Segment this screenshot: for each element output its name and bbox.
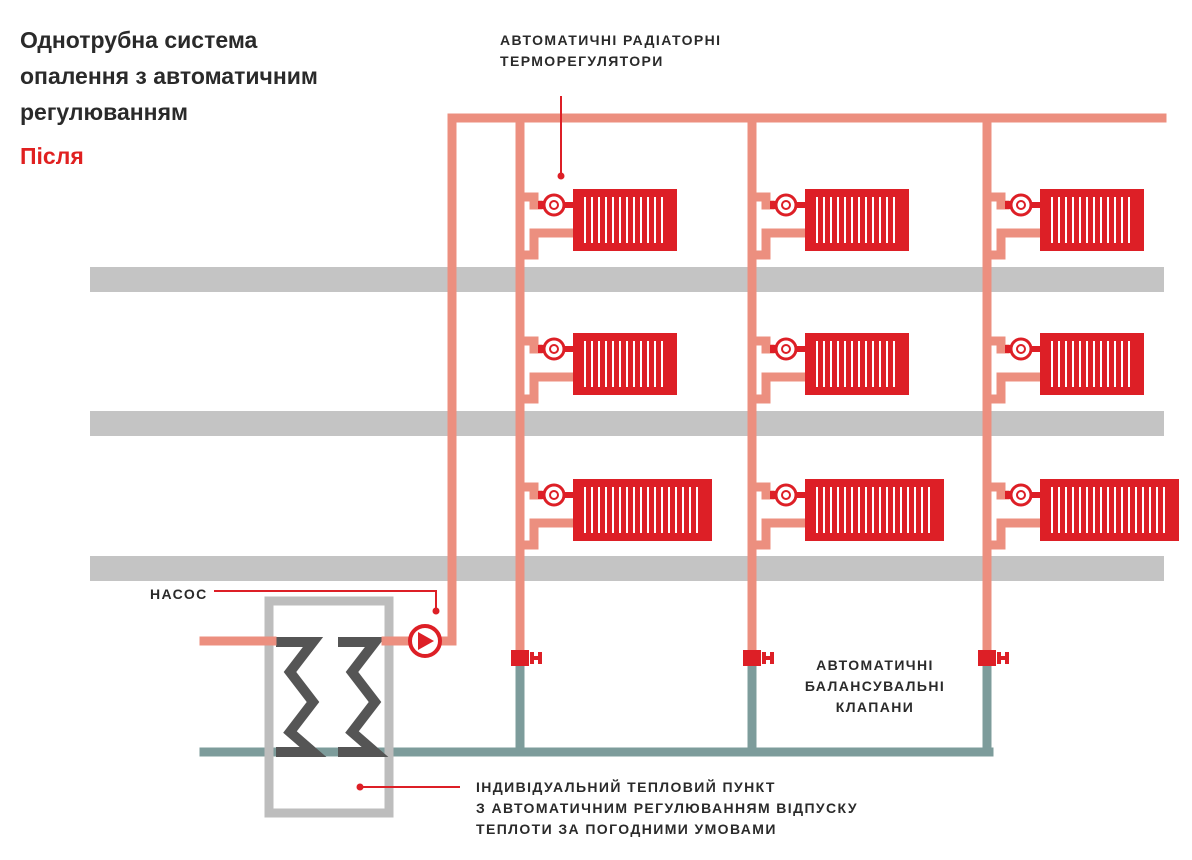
annotation-dots — [356, 172, 565, 791]
radiator-connections — [515, 192, 1045, 550]
annotation-leaders — [214, 96, 562, 788]
radiator — [573, 189, 677, 251]
radiator — [805, 333, 909, 395]
label-line: КЛАПАНИ — [835, 699, 915, 715]
balancing-valve-icon — [743, 650, 774, 666]
radiator — [805, 189, 909, 251]
return-pipes — [199, 659, 994, 757]
floor-slab — [90, 556, 1164, 581]
radiator — [573, 333, 677, 395]
floor-slab — [90, 267, 1164, 292]
label-line: АВТОМАТИЧНІ РАДІАТОРНІ — [500, 32, 722, 48]
thermostat-icon — [538, 483, 574, 507]
thermostat-icon — [1005, 483, 1041, 507]
thermostat-icon — [538, 193, 574, 217]
radiator — [1040, 189, 1144, 251]
thermostat-icon — [1005, 337, 1041, 361]
title-line: Однотрубна система — [20, 27, 258, 53]
label-line: ТЕРМОРЕГУЛЯТОРИ — [500, 53, 664, 69]
title-line: опалення з автоматичним — [20, 63, 318, 89]
label-line: ІНДИВІДУАЛЬНИЙ ТЕПЛОВИЙ ПУНКТ — [476, 779, 776, 795]
heat-point-label: ІНДИВІДУАЛЬНИЙ ТЕПЛОВИЙ ПУНКТ З АВТОМАТИ… — [476, 777, 858, 840]
radiator — [573, 479, 712, 541]
thermostat-icon — [770, 193, 806, 217]
label-line: З АВТОМАТИЧНИМ РЕГУЛЮВАННЯМ ВІДПУСКУ — [476, 800, 858, 816]
balancing-valve-icon — [978, 650, 1009, 666]
floor-slab — [90, 411, 1164, 436]
thermostats-label: АВТОМАТИЧНІ РАДІАТОРНІ ТЕРМОРЕГУЛЯТОРИ — [500, 30, 721, 72]
heat-exchanger-icon — [264, 596, 394, 818]
thermostat-icon — [1005, 193, 1041, 217]
label-line: ТЕПЛОТИ ЗА ПОГОДНИМИ УМОВАМИ — [476, 821, 777, 837]
title-line: регулюванням — [20, 99, 189, 125]
balancing-valve-icon — [511, 650, 542, 666]
pump-label: НАСОС — [150, 586, 208, 602]
pump-icon — [408, 624, 442, 658]
thermostat-icon — [770, 337, 806, 361]
radiator — [1040, 479, 1179, 541]
page-title: Однотрубна система опалення з автоматичн… — [20, 22, 420, 130]
subtitle-after: Після — [20, 143, 84, 169]
thermostat-icon — [770, 483, 806, 507]
label-line: АВТОМАТИЧНІ — [816, 657, 934, 673]
balancing-valves-label: АВТОМАТИЧНІ БАЛАНСУВАЛЬНІ КЛАПАНИ — [780, 655, 970, 718]
supply-pipes — [199, 113, 1167, 656]
radiator — [805, 479, 944, 541]
label-line: БАЛАНСУВАЛЬНІ — [804, 678, 946, 694]
thermostat-icon — [538, 337, 574, 361]
radiator — [1040, 333, 1144, 395]
